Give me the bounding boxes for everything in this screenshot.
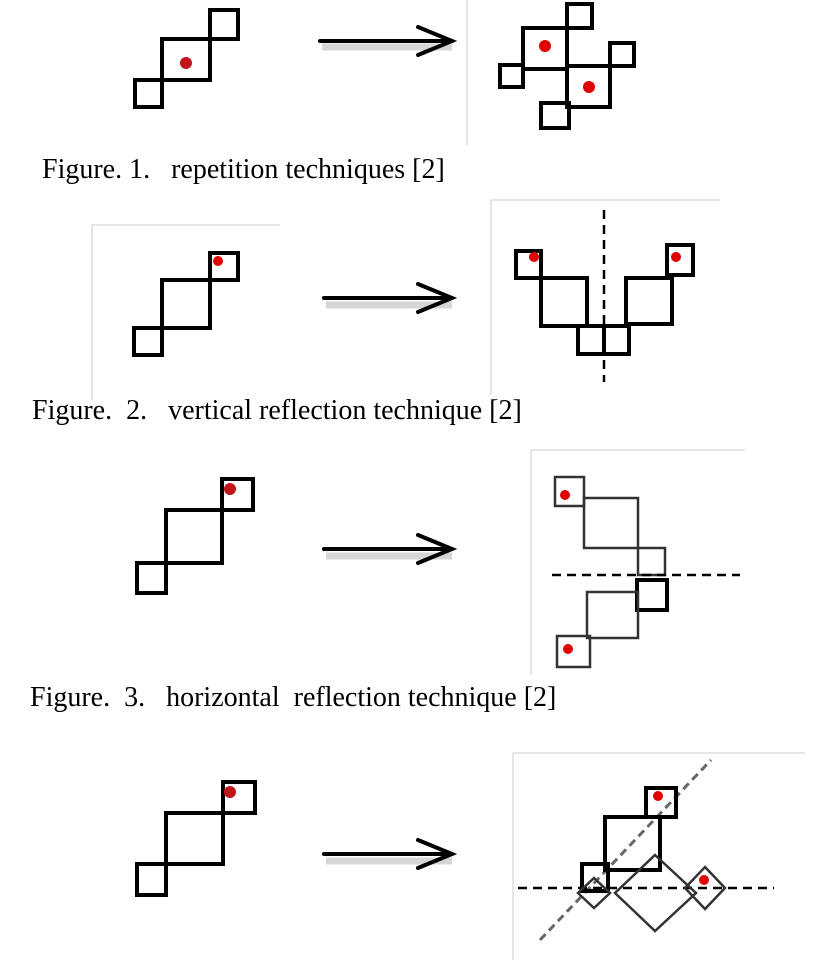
marker-dot	[653, 791, 663, 801]
figure-2-caption: Figure. 2. vertical reflection technique…	[32, 395, 522, 426]
figure-1-result-pattern	[498, 2, 636, 130]
figure-4-result-pattern	[518, 758, 774, 942]
figure-2-arrow	[322, 282, 458, 314]
marker-dot	[583, 81, 595, 93]
figure-4-arrow	[322, 838, 458, 870]
marker-dot	[529, 252, 539, 262]
marker-dot	[213, 256, 223, 266]
marker-dot	[560, 490, 570, 500]
figure-4-source-motif	[135, 780, 257, 897]
figure-3-caption: Figure. 3. horizontal reflection techniq…	[30, 682, 556, 713]
marker-dot	[539, 40, 551, 52]
figure-3-arrow	[322, 533, 458, 565]
figure-1-caption: Figure. 1. repetition techniques [2]	[42, 154, 445, 185]
marker-dot	[671, 252, 681, 262]
marker-dot	[224, 483, 236, 495]
diagonal-mirror-axis	[538, 758, 713, 942]
figure-2-result-pattern	[514, 210, 695, 382]
marker-dot	[180, 57, 192, 69]
figure-3-result-pattern	[552, 475, 740, 669]
marker-dot	[699, 875, 709, 885]
marker-dot	[563, 644, 573, 654]
figure-3-source-motif	[135, 477, 255, 595]
figure-2-source-motif	[132, 251, 240, 357]
figure-1-arrow	[318, 25, 458, 57]
marker-dot	[224, 786, 236, 798]
figure-1-source-motif	[133, 8, 240, 109]
